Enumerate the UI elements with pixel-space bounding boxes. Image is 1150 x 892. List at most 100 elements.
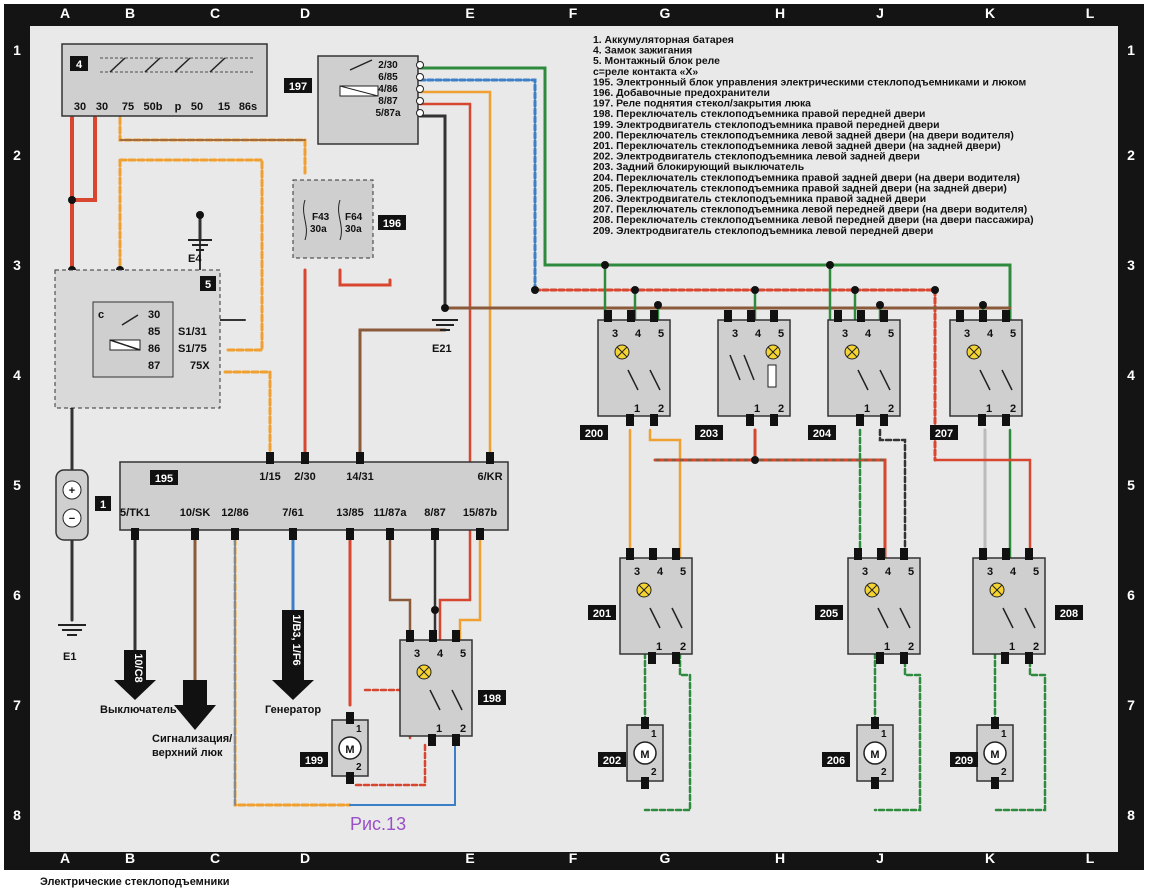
svg-text:Сигнализация/: Сигнализация/ xyxy=(152,733,232,745)
ecu-bottom-pin-label: 5/TK1 xyxy=(120,507,150,519)
svg-text:E1: E1 xyxy=(63,651,76,663)
ecu-top-connector xyxy=(486,452,494,464)
ground-e1: E1 xyxy=(58,624,86,663)
svg-text:F64: F64 xyxy=(345,212,363,223)
svg-text:207: 207 xyxy=(935,428,953,440)
grid-row-label: 2 xyxy=(13,147,21,163)
svg-text:1: 1 xyxy=(356,724,362,735)
svg-text:4: 4 xyxy=(635,328,642,340)
relay-pin-label: 8/87 xyxy=(378,96,398,107)
svg-text:87: 87 xyxy=(148,360,160,372)
grid-column-label: B xyxy=(125,850,135,866)
svg-text:4: 4 xyxy=(865,328,872,340)
svg-text:1: 1 xyxy=(881,729,887,740)
grid-column-label: C xyxy=(210,5,220,21)
relay-block-5: 5 c 30 85 86 87 S1/31 S1/75 75X xyxy=(54,269,221,409)
legend-item: 197. Реле поднятия стекол/закрытия люка xyxy=(593,99,811,110)
legend-item: 1. Аккумуляторная батарея xyxy=(593,34,734,46)
svg-text:3: 3 xyxy=(634,566,640,578)
ecu-bottom-connector xyxy=(191,528,199,540)
grid-column-label: J xyxy=(876,5,884,21)
ecu-bottom-connector xyxy=(346,528,354,540)
grid-row-label: 8 xyxy=(1127,807,1135,823)
ignition-pin-label: 30 xyxy=(96,101,108,113)
legend-item: 204. Переключатель стеклоподъемника прав… xyxy=(593,173,1020,184)
ecu-bottom-connector xyxy=(431,528,439,540)
svg-text:2: 2 xyxy=(658,403,664,415)
svg-text:−: − xyxy=(69,513,75,525)
svg-text:1: 1 xyxy=(436,723,442,735)
svg-text:2: 2 xyxy=(908,641,914,653)
svg-text:202: 202 xyxy=(603,755,621,767)
svg-text:1: 1 xyxy=(651,729,657,740)
svg-text:5: 5 xyxy=(658,328,664,340)
svg-text:208: 208 xyxy=(1060,608,1078,620)
battery: + − 1 xyxy=(55,469,111,541)
grid-row-label: 1 xyxy=(13,42,21,58)
svg-text:2: 2 xyxy=(680,641,686,653)
grid-row-label: 6 xyxy=(13,587,21,603)
relay-pin-terminal xyxy=(416,97,424,105)
ground-e4: E4 xyxy=(188,239,212,265)
svg-text:5: 5 xyxy=(778,328,784,340)
ecu-top-pin-label: 14/31 xyxy=(346,471,374,483)
grid-column-label: K xyxy=(985,5,995,21)
svg-text:1: 1 xyxy=(1001,729,1007,740)
legend-item: 195. Электронный блок управления электри… xyxy=(593,76,1026,88)
svg-text:4: 4 xyxy=(987,328,994,340)
legend-item: 202. Электродвигатель стеклоподъемника л… xyxy=(593,152,920,163)
ecu-top-pin-label: 6/KR xyxy=(477,471,502,483)
ecu-bottom-pin-label: 8/87 xyxy=(424,507,445,519)
svg-text:2: 2 xyxy=(651,767,657,778)
grid-column-label: E xyxy=(465,850,474,866)
grid-column-label: L xyxy=(1086,850,1095,866)
legend-item: 206. Электродвигатель стеклоподъемника п… xyxy=(593,194,926,205)
legend-item: 198. Переключатель стеклоподъемника прав… xyxy=(593,109,925,120)
svg-text:3: 3 xyxy=(964,328,970,340)
svg-text:4: 4 xyxy=(657,566,664,578)
svg-text:75X: 75X xyxy=(190,360,210,372)
grid-column-label: G xyxy=(660,5,671,21)
svg-text:200: 200 xyxy=(585,428,603,440)
svg-text:1: 1 xyxy=(656,641,662,653)
ecu-bottom-connector xyxy=(231,528,239,540)
ecu-bottom-pin-label: 12/86 xyxy=(221,507,249,519)
grid-row-label: 4 xyxy=(13,367,21,383)
svg-text:205: 205 xyxy=(820,608,838,620)
grid-column-label: G xyxy=(660,850,671,866)
ecu-top-pin-label: 2/30 xyxy=(294,471,315,483)
svg-text:1: 1 xyxy=(634,403,640,415)
ecu-bottom-connector xyxy=(289,528,297,540)
legend-item: 205. Переключатель стеклоподъемника прав… xyxy=(593,183,1007,194)
ecu-top-pin-label: 1/15 xyxy=(259,471,280,483)
svg-text:F43: F43 xyxy=(312,212,330,223)
ignition-pin-label: 50 xyxy=(191,101,203,113)
wires xyxy=(70,66,1047,812)
svg-text:10/C8: 10/C8 xyxy=(132,653,144,682)
svg-text:86: 86 xyxy=(148,343,160,355)
svg-text:1: 1 xyxy=(100,499,106,511)
legend-item: 201. Переключатель стеклоподъемника лево… xyxy=(593,141,1001,152)
svg-text:Выключатель: Выключатель xyxy=(100,704,177,716)
ignition-pin-label: 86s xyxy=(239,101,257,113)
ecu-bottom-pin-label: 11/87a xyxy=(373,507,407,519)
relay-197: 197 2/306/854/868/875/87a xyxy=(284,55,424,145)
grid-row-label: 6 xyxy=(1127,587,1135,603)
ecu-bottom-pin-label: 7/61 xyxy=(282,507,303,519)
grid-column-label: B xyxy=(125,5,135,21)
svg-text:M: M xyxy=(640,749,649,761)
grid-row-label: 7 xyxy=(1127,697,1135,713)
ecu-bottom-pin-label: 13/85 xyxy=(336,507,364,519)
